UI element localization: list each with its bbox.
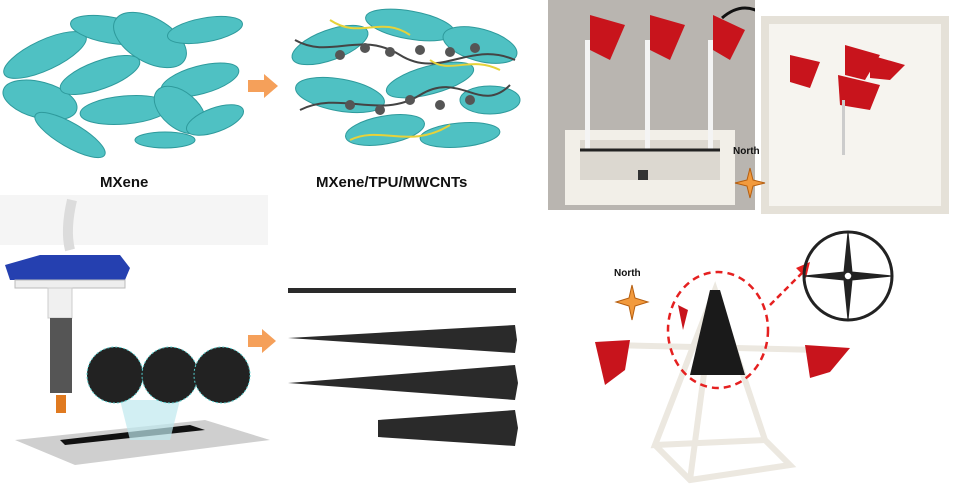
cnt-chains	[294, 19, 516, 141]
highlight-circle	[666, 270, 770, 390]
mxene-flakes	[2, 11, 244, 159]
composite-flakes	[291, 8, 521, 148]
fiber-taper-3	[378, 410, 518, 446]
wheel-icon	[802, 230, 894, 322]
arrow-right-icon	[248, 74, 278, 98]
fiber-shapes	[288, 288, 518, 446]
blade-assembly	[690, 290, 745, 375]
photo-flags-cube	[755, 0, 950, 220]
fiber-uniform	[288, 288, 516, 293]
north-label-top: North	[733, 146, 760, 157]
fiber-taper-1	[288, 325, 517, 353]
compass-star-icon	[614, 284, 650, 321]
mxene-label: MXene	[100, 174, 149, 191]
composite-label: MXene/TPU/MWCNTs	[316, 174, 468, 191]
tpu-beads	[335, 43, 480, 115]
fiber-taper-2	[288, 365, 518, 400]
photo-flags-side	[548, 0, 755, 210]
zoom-arrow	[769, 269, 806, 306]
compass-star-icon	[734, 167, 766, 199]
north-label-bottom: North	[614, 268, 641, 279]
printer-illustration	[0, 195, 270, 465]
arrow-right-icon	[248, 329, 276, 353]
